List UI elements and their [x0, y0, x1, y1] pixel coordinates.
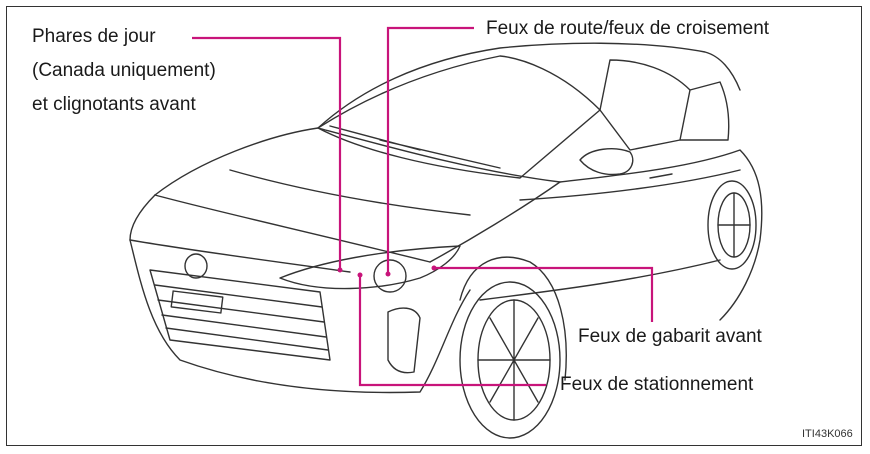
side-mirror [579, 148, 634, 176]
label-drl-line1: Phares de jour [32, 26, 156, 47]
car-roof [317, 42, 741, 129]
label-drl-line3: et clignotants avant [32, 94, 196, 115]
figure-code: ITI43K066 [802, 428, 853, 440]
front-bumper [129, 239, 471, 394]
emblem [184, 253, 208, 279]
car-side [559, 149, 763, 321]
windshield [317, 55, 601, 179]
car-hood [154, 127, 561, 263]
label-headlights: Feux de route/feux de croisement [486, 18, 770, 39]
leader-line-drl [192, 36, 342, 268]
diagram-frame [6, 6, 862, 446]
rear-wheel [707, 180, 757, 270]
label-drl-line2: (Canada uniquement) [32, 60, 216, 81]
label-clearance: Feux de gabarit avant [578, 326, 762, 347]
side-window [599, 59, 691, 151]
label-parking: Feux de stationnement [560, 374, 754, 395]
front-wheel [459, 281, 561, 439]
leader-line-parking [358, 276, 546, 387]
leader-line-headlights [386, 26, 474, 272]
fog-light [387, 307, 421, 374]
front-grille [149, 269, 331, 361]
leader-line-clearance [434, 266, 654, 322]
